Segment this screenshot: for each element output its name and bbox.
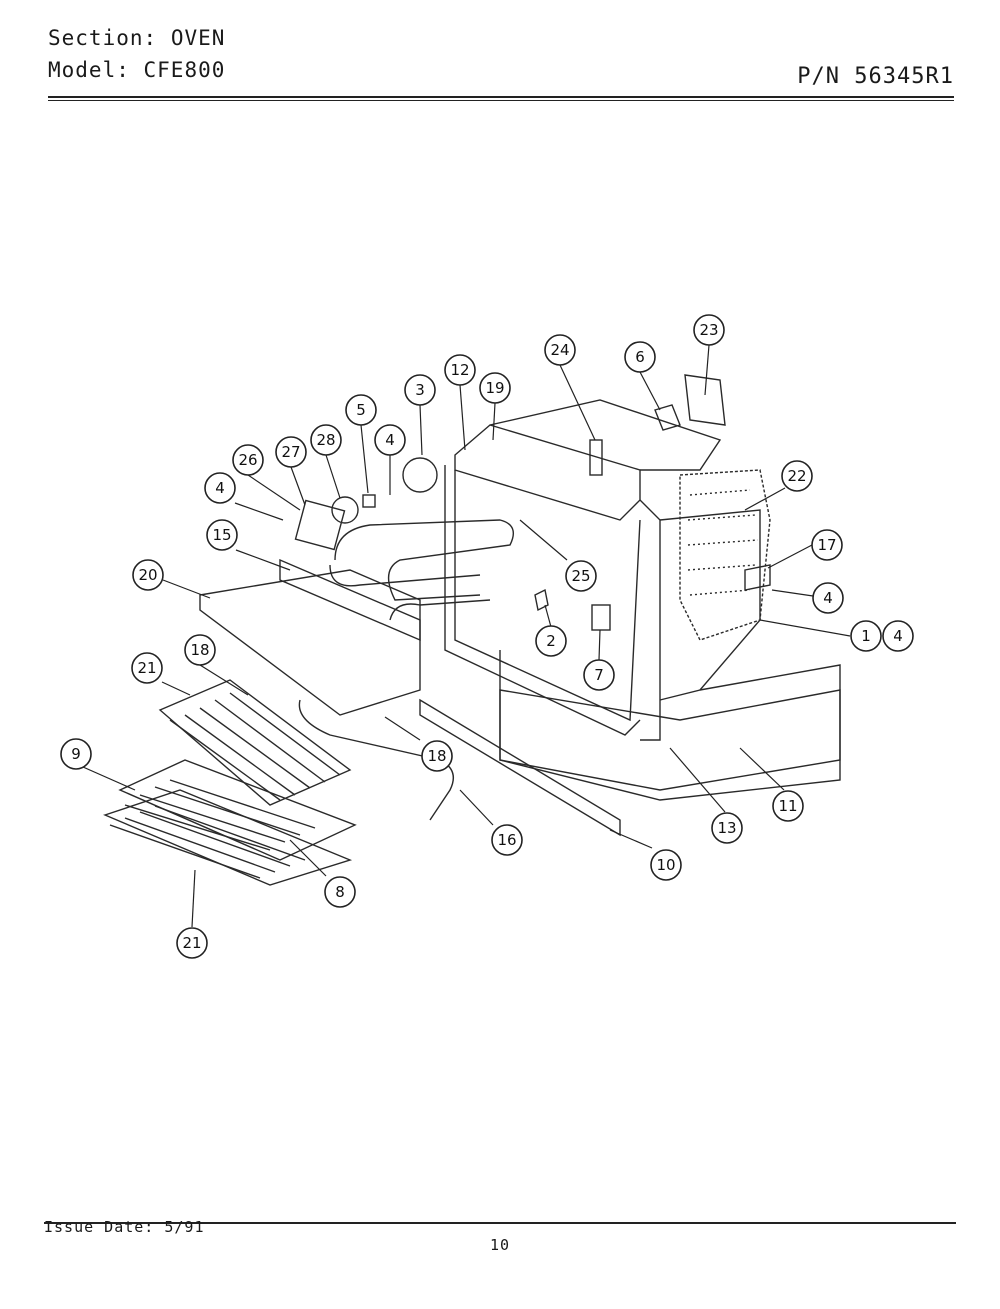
callout: 7 bbox=[583, 659, 615, 691]
callout-label: 19 bbox=[485, 379, 504, 397]
callout: 24 bbox=[544, 334, 576, 366]
part-number: P/N 56345R1 bbox=[797, 64, 954, 89]
callout: 8 bbox=[324, 876, 356, 908]
callout: 16 bbox=[491, 824, 523, 856]
callout: 19 bbox=[479, 372, 511, 404]
callout: 4 bbox=[882, 620, 914, 652]
callout-label: 20 bbox=[138, 566, 157, 584]
callout: 15 bbox=[206, 519, 238, 551]
callout: 22 bbox=[781, 460, 813, 492]
small-parts bbox=[294, 374, 771, 631]
callout: 27 bbox=[275, 436, 307, 468]
callout-label: 21 bbox=[182, 934, 201, 952]
lower-trim bbox=[419, 698, 621, 837]
callout-label: 27 bbox=[281, 443, 300, 461]
model-label: Model: bbox=[48, 58, 130, 82]
callout: 18 bbox=[184, 634, 216, 666]
callout: 21 bbox=[131, 652, 163, 684]
callout: 9 bbox=[60, 738, 92, 770]
callout: 18 bbox=[421, 740, 453, 772]
callout-label: 4 bbox=[385, 431, 395, 449]
callout-label: 17 bbox=[817, 536, 836, 554]
callout-label: 22 bbox=[787, 467, 806, 485]
callout-label: 21 bbox=[137, 659, 156, 677]
callout: 1 bbox=[850, 620, 882, 652]
insulation bbox=[679, 469, 771, 641]
header-rule-thin bbox=[48, 100, 954, 101]
callout: 26 bbox=[232, 444, 264, 476]
callout-label: 1 bbox=[861, 627, 871, 645]
bottom-support bbox=[499, 689, 841, 791]
callout: 4 bbox=[812, 582, 844, 614]
callout: 21 bbox=[176, 927, 208, 959]
section-label: Section: bbox=[48, 26, 158, 50]
callout: 17 bbox=[811, 529, 843, 561]
callout-label: 15 bbox=[212, 526, 231, 544]
callout: 28 bbox=[310, 424, 342, 456]
callout-label: 2 bbox=[546, 632, 556, 650]
callout: 20 bbox=[132, 559, 164, 591]
callout-label: 11 bbox=[778, 797, 797, 815]
model-value: CFE800 bbox=[143, 58, 226, 82]
leader-lines bbox=[82, 344, 851, 928]
bake-element bbox=[298, 519, 514, 821]
callout-label: 28 bbox=[316, 431, 335, 449]
callout-label: 3 bbox=[415, 381, 425, 399]
callout-label: 26 bbox=[238, 451, 257, 469]
callout: 3 bbox=[404, 374, 436, 406]
section-value: OVEN bbox=[170, 26, 226, 50]
oven-racks bbox=[103, 679, 357, 886]
callout: 12 bbox=[444, 354, 476, 386]
callout: 25 bbox=[565, 560, 597, 592]
oven-cavity bbox=[444, 399, 841, 801]
issue-date: Issue Date: 5/91 bbox=[44, 1218, 205, 1236]
callout: 11 bbox=[772, 790, 804, 822]
callout-label: 4 bbox=[823, 589, 833, 607]
page-number: 10 bbox=[490, 1236, 511, 1254]
callout-label: 18 bbox=[427, 747, 446, 765]
callout-label: 18 bbox=[190, 641, 209, 659]
model-header: Model: CFE800 bbox=[48, 58, 225, 82]
callout-label: 13 bbox=[717, 819, 736, 837]
callout-label: 8 bbox=[335, 883, 345, 901]
callout-label: 6 bbox=[635, 348, 645, 366]
callout-label: 25 bbox=[571, 567, 590, 585]
callout-label: 10 bbox=[656, 856, 675, 874]
callout: 4 bbox=[204, 472, 236, 504]
callout-label: 5 bbox=[356, 401, 366, 419]
callout: 13 bbox=[711, 812, 743, 844]
callout: 4 bbox=[374, 424, 406, 456]
callout: 10 bbox=[650, 849, 682, 881]
callout-label: 7 bbox=[594, 666, 604, 684]
callout-label: 24 bbox=[550, 341, 569, 359]
callout-label: 23 bbox=[699, 321, 718, 339]
header-rule bbox=[48, 96, 954, 98]
section-header: Section: OVEN bbox=[48, 26, 225, 50]
footer-rule bbox=[44, 1222, 956, 1224]
callout-label: 12 bbox=[450, 361, 469, 379]
callout-label: 4 bbox=[893, 627, 903, 645]
callout-label: 4 bbox=[215, 479, 225, 497]
callout: 6 bbox=[624, 341, 656, 373]
callout: 2 bbox=[535, 625, 567, 657]
callout-label: 16 bbox=[497, 831, 516, 849]
callout: 23 bbox=[693, 314, 725, 346]
bottom-panel bbox=[199, 569, 421, 716]
callout-label: 9 bbox=[71, 745, 81, 763]
callout: 5 bbox=[345, 394, 377, 426]
